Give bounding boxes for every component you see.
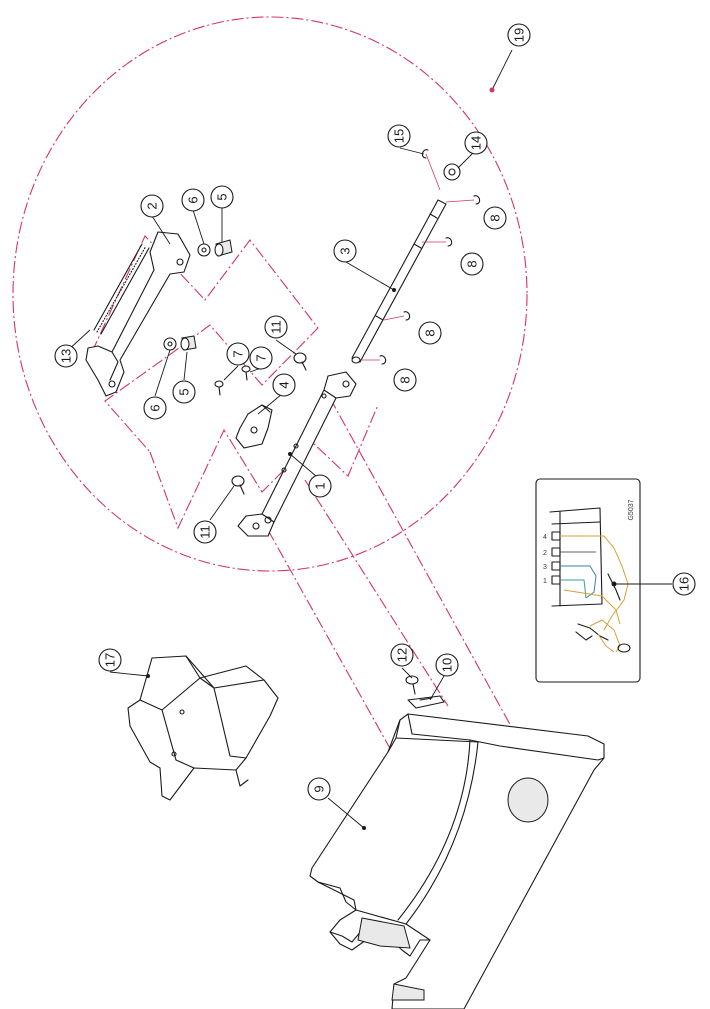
svg-text:9: 9 — [312, 785, 327, 792]
zigzag-cutline-lower — [149, 404, 379, 530]
callout-6-upper: 6 — [181, 188, 205, 212]
svg-text:6: 6 — [186, 196, 201, 203]
svg-text:8: 8 — [398, 376, 413, 383]
svg-text:8: 8 — [465, 260, 480, 267]
plate-part-4 — [235, 404, 273, 449]
projection-line-right — [329, 397, 513, 729]
callout-7-a: 7 — [226, 342, 250, 366]
callout-8-a: 8 — [483, 206, 507, 230]
callout-12: 12 — [390, 643, 414, 667]
callout-19: 19 — [507, 23, 531, 47]
callout-1: 1 — [308, 474, 332, 498]
callout-16: 16 — [672, 572, 696, 596]
svg-text:6: 6 — [148, 404, 163, 411]
callout-14: 14 — [464, 131, 488, 155]
inset-code-label: G5037 — [628, 499, 635, 520]
callout-17: 17 — [98, 648, 122, 672]
screw-part-5-lower — [180, 335, 197, 351]
svg-text:19: 19 — [512, 28, 527, 42]
screw-part-11-lower — [231, 475, 245, 495]
clip-part-8-a — [473, 195, 481, 205]
svg-text:4: 4 — [277, 381, 292, 388]
callout-6-lower: 6 — [143, 396, 167, 420]
callout-8-c: 8 — [418, 321, 442, 345]
cover-part-9 — [309, 713, 605, 1009]
ellipse-anchor-dot — [489, 87, 495, 93]
callout-10: 10 — [435, 653, 459, 677]
wiring-inset-part-16: G5037 4 2 3 1 — [535, 478, 641, 683]
anchor-dot-17 — [146, 674, 150, 678]
svg-text:5: 5 — [177, 388, 192, 395]
knob-part-14 — [443, 163, 461, 181]
svg-text:7: 7 — [231, 350, 246, 357]
svg-text:11: 11 — [269, 320, 284, 334]
callout-15: 15 — [387, 124, 411, 148]
callout-11-lower: 11 — [193, 520, 217, 544]
callout-7-b: 7 — [249, 346, 273, 370]
callout-9: 9 — [307, 777, 331, 801]
screw-part-11-upper — [293, 352, 307, 371]
svg-text:11: 11 — [198, 525, 213, 539]
inset-pin-label-1: 4 — [543, 534, 547, 541]
svg-text:14: 14 — [469, 136, 484, 150]
anchor-dot-1 — [288, 452, 292, 456]
callout-5-lower: 5 — [172, 380, 196, 404]
svg-text:16: 16 — [677, 577, 692, 591]
callout-2: 2 — [140, 194, 164, 218]
screw-part-5-upper — [214, 239, 233, 257]
projection-line-left — [267, 529, 393, 753]
svg-text:12: 12 — [395, 648, 410, 662]
detail-boundary-ellipse — [12, 16, 528, 572]
clip-part-8-c — [403, 311, 411, 321]
svg-text:15: 15 — [392, 129, 407, 143]
callout-4: 4 — [272, 373, 296, 397]
svg-text:17: 17 — [103, 653, 118, 667]
long-bracket-part-1 — [237, 371, 357, 537]
washer-part-6-upper — [197, 243, 211, 257]
anchor-dot-9 — [362, 826, 366, 830]
screw-part-12 — [405, 675, 419, 695]
clip-leader-lines — [362, 153, 475, 361]
callout-5-upper: 5 — [210, 185, 234, 209]
svg-text:1: 1 — [313, 482, 328, 489]
housing-part-17 — [127, 655, 279, 801]
callout-8-b: 8 — [460, 252, 484, 276]
clip-part-8-b — [445, 237, 453, 247]
callout-3: 3 — [333, 239, 357, 263]
svg-text:8: 8 — [488, 214, 503, 221]
svg-text:7: 7 — [254, 354, 269, 361]
callout-8-d: 8 — [393, 368, 417, 392]
inset-pin-label-4: 1 — [543, 578, 547, 585]
svg-text:2: 2 — [145, 202, 160, 209]
inset-pin-label-3: 3 — [543, 564, 547, 571]
projection-line-mid — [304, 479, 449, 707]
anchor-dot-3 — [392, 288, 396, 292]
svg-text:8: 8 — [423, 329, 438, 336]
screw-part-7-a — [214, 380, 224, 396]
inset-pin-label-2: 2 — [543, 550, 547, 557]
callout-11-upper: 11 — [264, 315, 288, 339]
anchor-dot-16 — [611, 581, 617, 587]
bracket-part-2 — [85, 231, 191, 397]
callout-13: 13 — [54, 344, 78, 368]
washer-part-6-lower — [163, 337, 177, 351]
screw-part-7-b — [241, 365, 251, 381]
svg-text:5: 5 — [215, 193, 230, 200]
clip-part-10 — [407, 695, 445, 709]
shaft-part-3 — [351, 199, 447, 364]
svg-text:3: 3 — [338, 247, 353, 254]
spring-part-13 — [93, 243, 150, 335]
svg-text:13: 13 — [59, 349, 74, 363]
svg-text:10: 10 — [440, 658, 455, 672]
clip-part-8-d — [379, 355, 387, 365]
